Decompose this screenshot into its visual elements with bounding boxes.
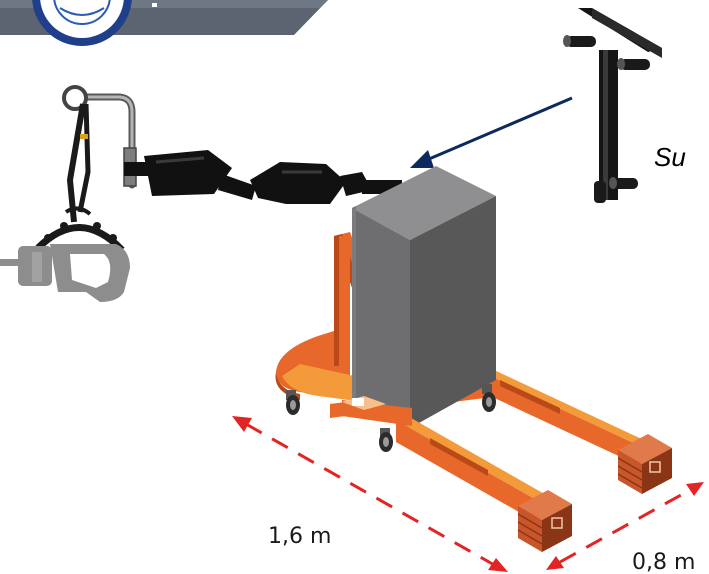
width-dimension-line (546, 482, 704, 570)
rotary-hammer-drill-icon (0, 244, 130, 302)
logo-badge-icon (32, 0, 132, 46)
pointer-arrow (410, 96, 573, 168)
castor-wheel-icon (286, 390, 300, 415)
t-bracket-icon (563, 8, 662, 203)
articulated-support-arm (124, 150, 402, 204)
counterweight-block-right (617, 434, 672, 494)
trolley-front-leg (342, 396, 548, 524)
width-dimension-label: 0,8 m (632, 550, 695, 574)
pulley-icon (62, 85, 88, 111)
header-text-fragment (152, 3, 157, 7)
length-dimension-line (232, 416, 508, 572)
castor-wheel-icon (379, 428, 393, 452)
cabinet-block (352, 166, 496, 428)
hanger-assembly (35, 85, 137, 253)
counterweight-block-left (517, 490, 572, 552)
bottom-label-fragment: B (14, 568, 31, 574)
length-dimension-label: 1,6 m (268, 524, 331, 549)
castor-wheel-icon (482, 384, 496, 412)
support-label: Su (654, 142, 686, 172)
